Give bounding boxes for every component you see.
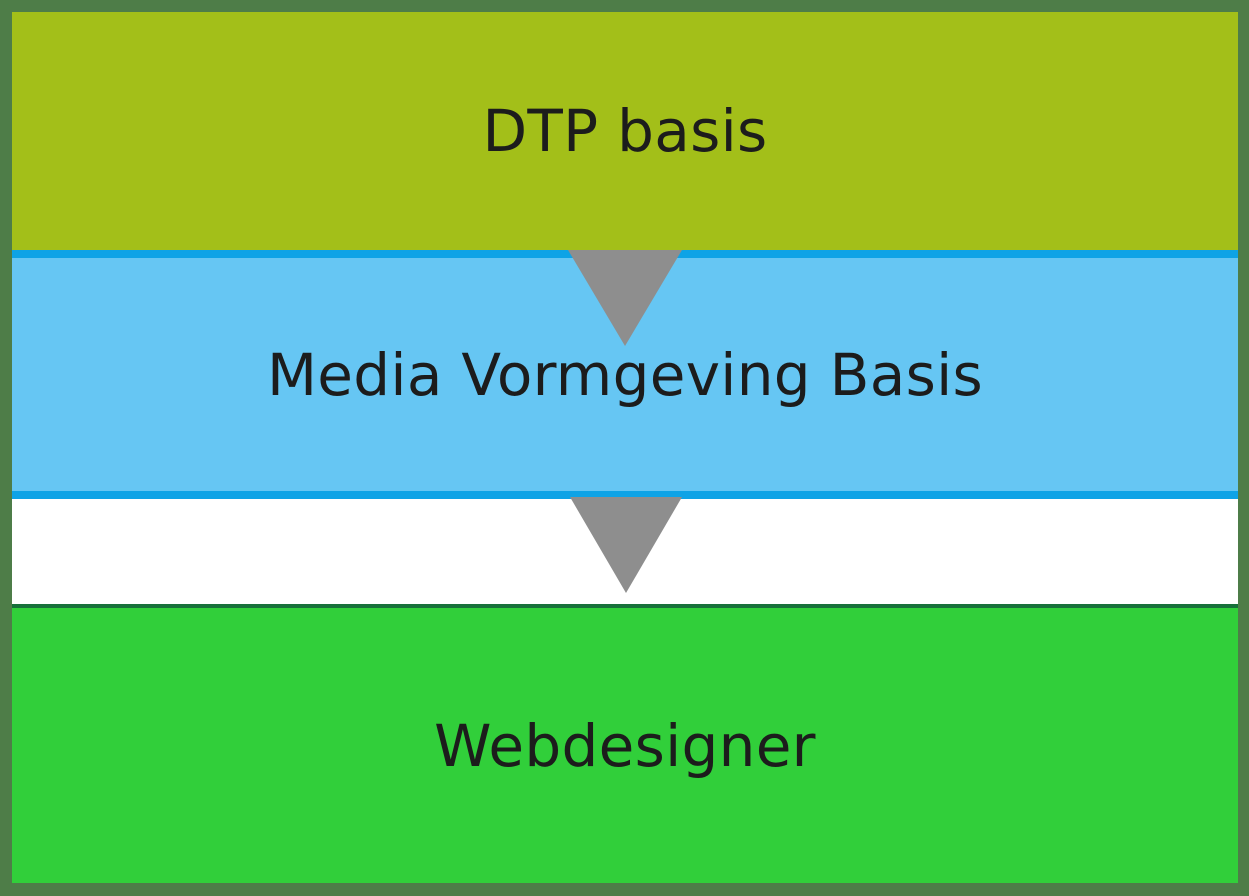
step-webdesigner: Webdesigner xyxy=(12,604,1238,883)
arrow-down-icon xyxy=(568,250,682,346)
step-label-webdesigner: Webdesigner xyxy=(434,711,816,780)
step-dtp-basis: DTP basis xyxy=(12,12,1238,250)
step-label-media-vormgeving-basis: Media Vormgeving Basis xyxy=(266,340,984,409)
arrow-down-icon xyxy=(570,497,682,593)
step-label-dtp-basis: DTP basis xyxy=(482,97,768,165)
